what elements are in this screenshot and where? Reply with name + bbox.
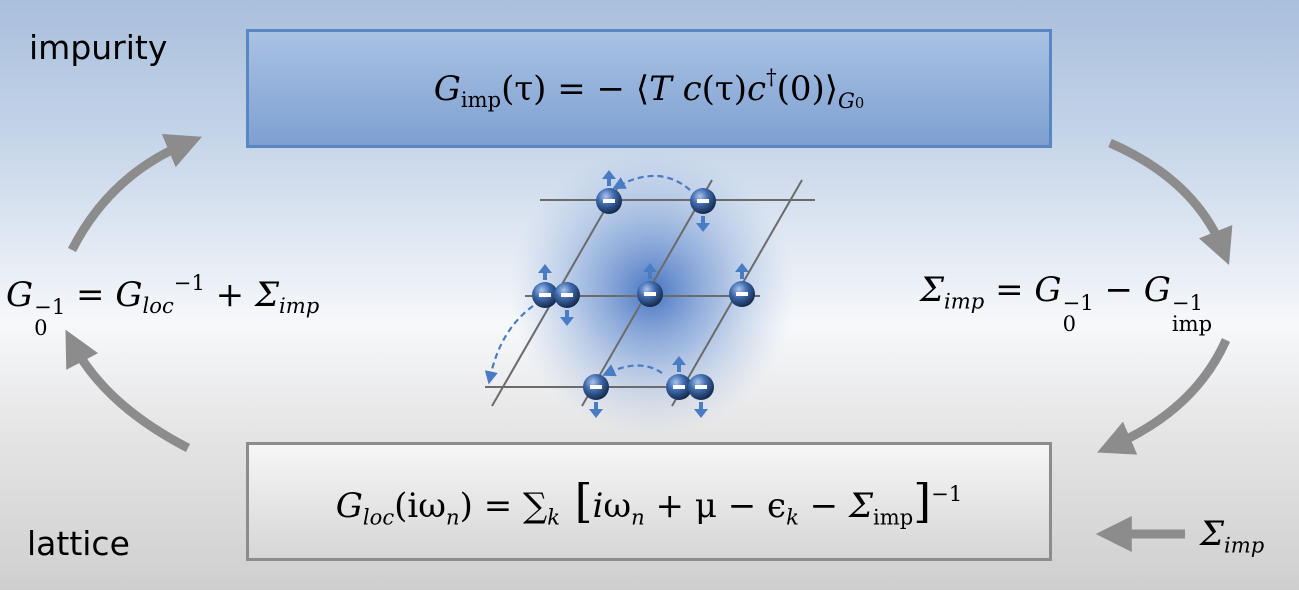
arrow-bottom-left xyxy=(65,329,191,452)
electron-down xyxy=(554,282,580,326)
electron-down xyxy=(583,374,609,418)
electron-down xyxy=(688,374,714,418)
lattice-box: Gloc(iωn) = ∑k [iωn + μ − ϵk − Σimp]−1 xyxy=(246,442,1052,561)
lattice-label: lattice xyxy=(27,524,130,563)
arrow-bottom-right xyxy=(1097,338,1231,455)
electron-down xyxy=(690,188,716,232)
electron-up xyxy=(729,263,755,307)
self-energy-input-label: Σimp xyxy=(1200,514,1265,558)
lattice-equation: Gloc(iωn) = ∑k [iωn + μ − ϵk − Σimp]−1 xyxy=(335,473,963,530)
electron-up xyxy=(596,170,622,214)
electron-up xyxy=(637,263,663,307)
impurity-label: impurity xyxy=(29,28,168,67)
arrow-top-right xyxy=(1108,138,1233,266)
impurity-equation: Gimp(τ) = − ⟨T c(τ)c†(0)⟩G0 xyxy=(433,64,865,113)
electron-up xyxy=(666,356,692,400)
hopping-arrow xyxy=(484,305,534,385)
electron-up xyxy=(532,264,558,308)
arrow-top-left xyxy=(67,133,202,253)
electrons xyxy=(532,170,755,418)
impurity-solver-box: Gimp(τ) = − ⟨T c(τ)c†(0)⟩G0 xyxy=(246,29,1052,148)
hopping-arrow xyxy=(602,364,663,377)
